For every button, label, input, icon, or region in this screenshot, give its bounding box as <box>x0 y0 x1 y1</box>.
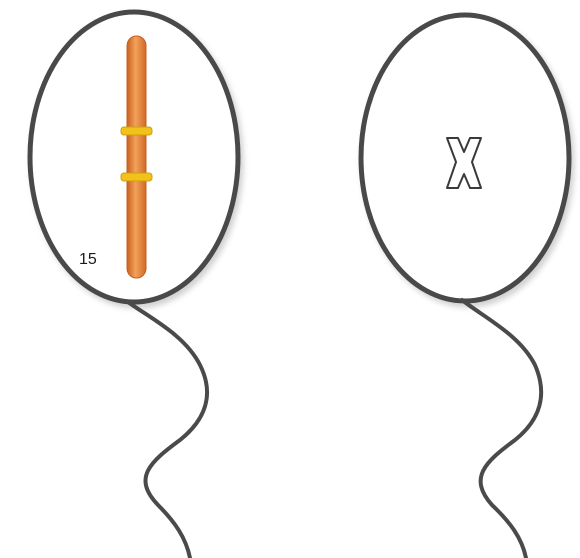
chromosome-band-upper <box>121 127 152 135</box>
sperm-cell-right <box>361 15 569 558</box>
chromosome-body <box>127 36 146 278</box>
sperm-cell-left: 15 <box>30 12 238 558</box>
chromosome-band-lower <box>121 173 152 181</box>
tail-right <box>462 300 541 558</box>
chromosome-number-label: 15 <box>79 251 97 268</box>
tail-left <box>128 302 207 558</box>
